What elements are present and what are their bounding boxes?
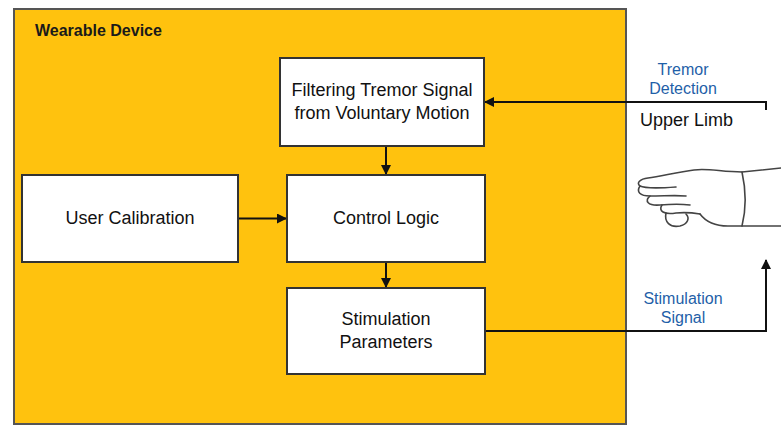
limb-target: Upper Limb <box>636 110 776 260</box>
signal-arrow <box>486 260 766 331</box>
wrist-outline <box>700 214 781 226</box>
box-label: Filtering Tremor Signal from Voluntary M… <box>291 79 473 126</box>
device-title: Wearable Device <box>35 22 162 40</box>
process-box: User Calibration <box>21 174 239 263</box>
signal-arrow <box>485 102 766 110</box>
box-label: Stimulation Parameters <box>298 308 474 355</box>
box-label: User Calibration <box>65 207 194 230</box>
sleeve-edge <box>742 172 745 226</box>
thumb-outline <box>666 213 688 226</box>
process-box: Filtering Tremor Signal from Voluntary M… <box>279 57 485 147</box>
signal-arrow <box>239 218 286 220</box>
limb-label: Upper Limb <box>636 110 733 131</box>
hand-outline <box>638 168 781 188</box>
edge-label: Tremor Detection <box>631 60 735 98</box>
process-box: Control Logic <box>286 174 486 263</box>
finger-outline <box>647 196 690 205</box>
signal-arrow <box>385 263 387 287</box>
signal-arrow <box>385 147 387 174</box>
process-box: Stimulation Parameters <box>286 287 486 375</box>
edge-label: Stimulation Signal <box>631 289 735 327</box>
finger-outline <box>638 186 686 196</box>
box-label: Control Logic <box>333 207 439 230</box>
device-housing: Wearable DeviceFiltering Tremor Signal f… <box>13 8 627 425</box>
